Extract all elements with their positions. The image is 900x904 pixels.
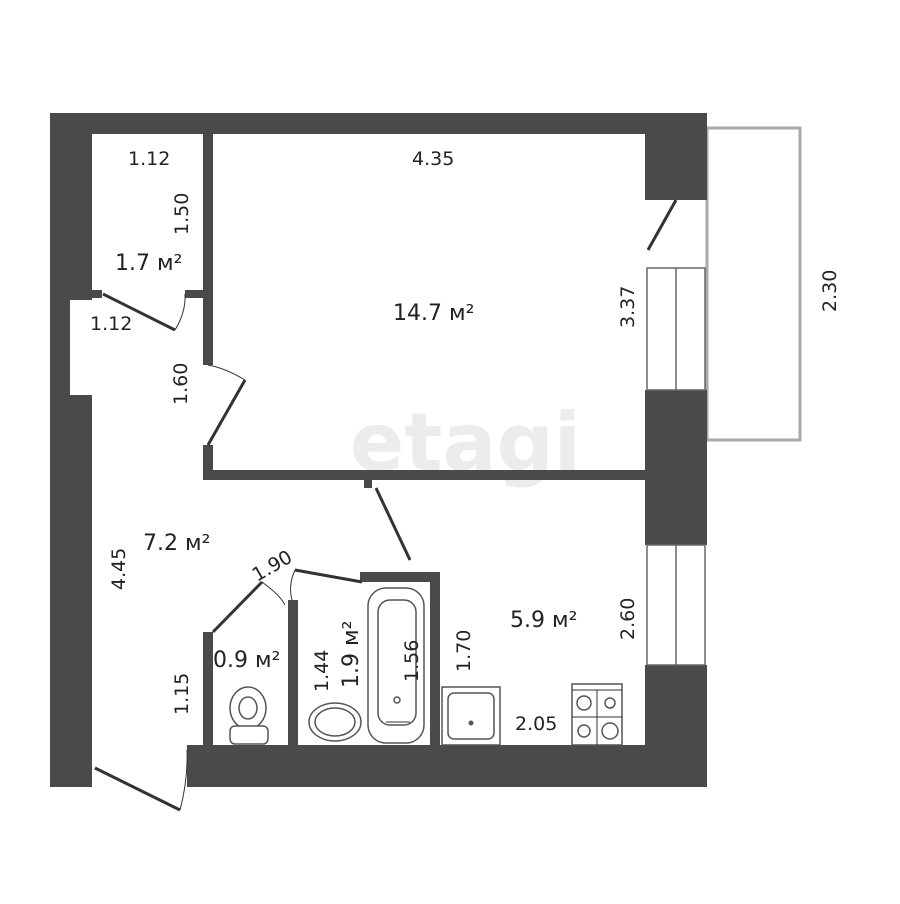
closet-length: 1.50 [171,193,193,235]
hallway-area: 7.2 м² [143,531,210,556]
hallway-dim-b: 1.60 [170,363,192,405]
toilet-icon [229,686,269,745]
sink-icon [308,702,362,742]
labels: 1.12 1.50 1.7 м² 4.35 14.7 м² 3.37 2.30 … [90,148,841,735]
closet-area: 1.7 м² [115,251,182,276]
bathtub-length: 1.56 [401,640,423,682]
balcony-outline [705,126,802,442]
doors [94,199,678,812]
hallway-dim-a: 1.12 [90,313,132,335]
stove-icon [571,683,623,746]
kitchen-width: 2.05 [515,713,557,735]
walls [50,113,707,787]
hallway-dim-c: 1.90 [249,546,297,586]
living-width: 4.35 [412,148,454,170]
hallway-length: 4.45 [108,548,130,590]
windows [646,267,706,666]
kitchen-length: 2.60 [617,598,639,640]
toilet-area: 0.9 м² [213,648,280,673]
balcony-length: 2.30 [819,270,841,312]
bathroom-area: 1.9 м² [339,621,364,688]
fixtures [229,587,623,746]
hallway-dim-d: 1.15 [171,673,193,715]
living-area: 14.7 м² [393,301,474,326]
kitchen-area: 5.9 м² [510,608,577,633]
bathroom-length: 1.44 [311,650,333,692]
closet-width: 1.12 [128,148,170,170]
living-length: 3.37 [617,286,639,328]
kitchen-sink-icon [441,686,501,746]
bathtub-icon [367,587,425,744]
kitchen-dim-a: 1.70 [453,630,475,672]
